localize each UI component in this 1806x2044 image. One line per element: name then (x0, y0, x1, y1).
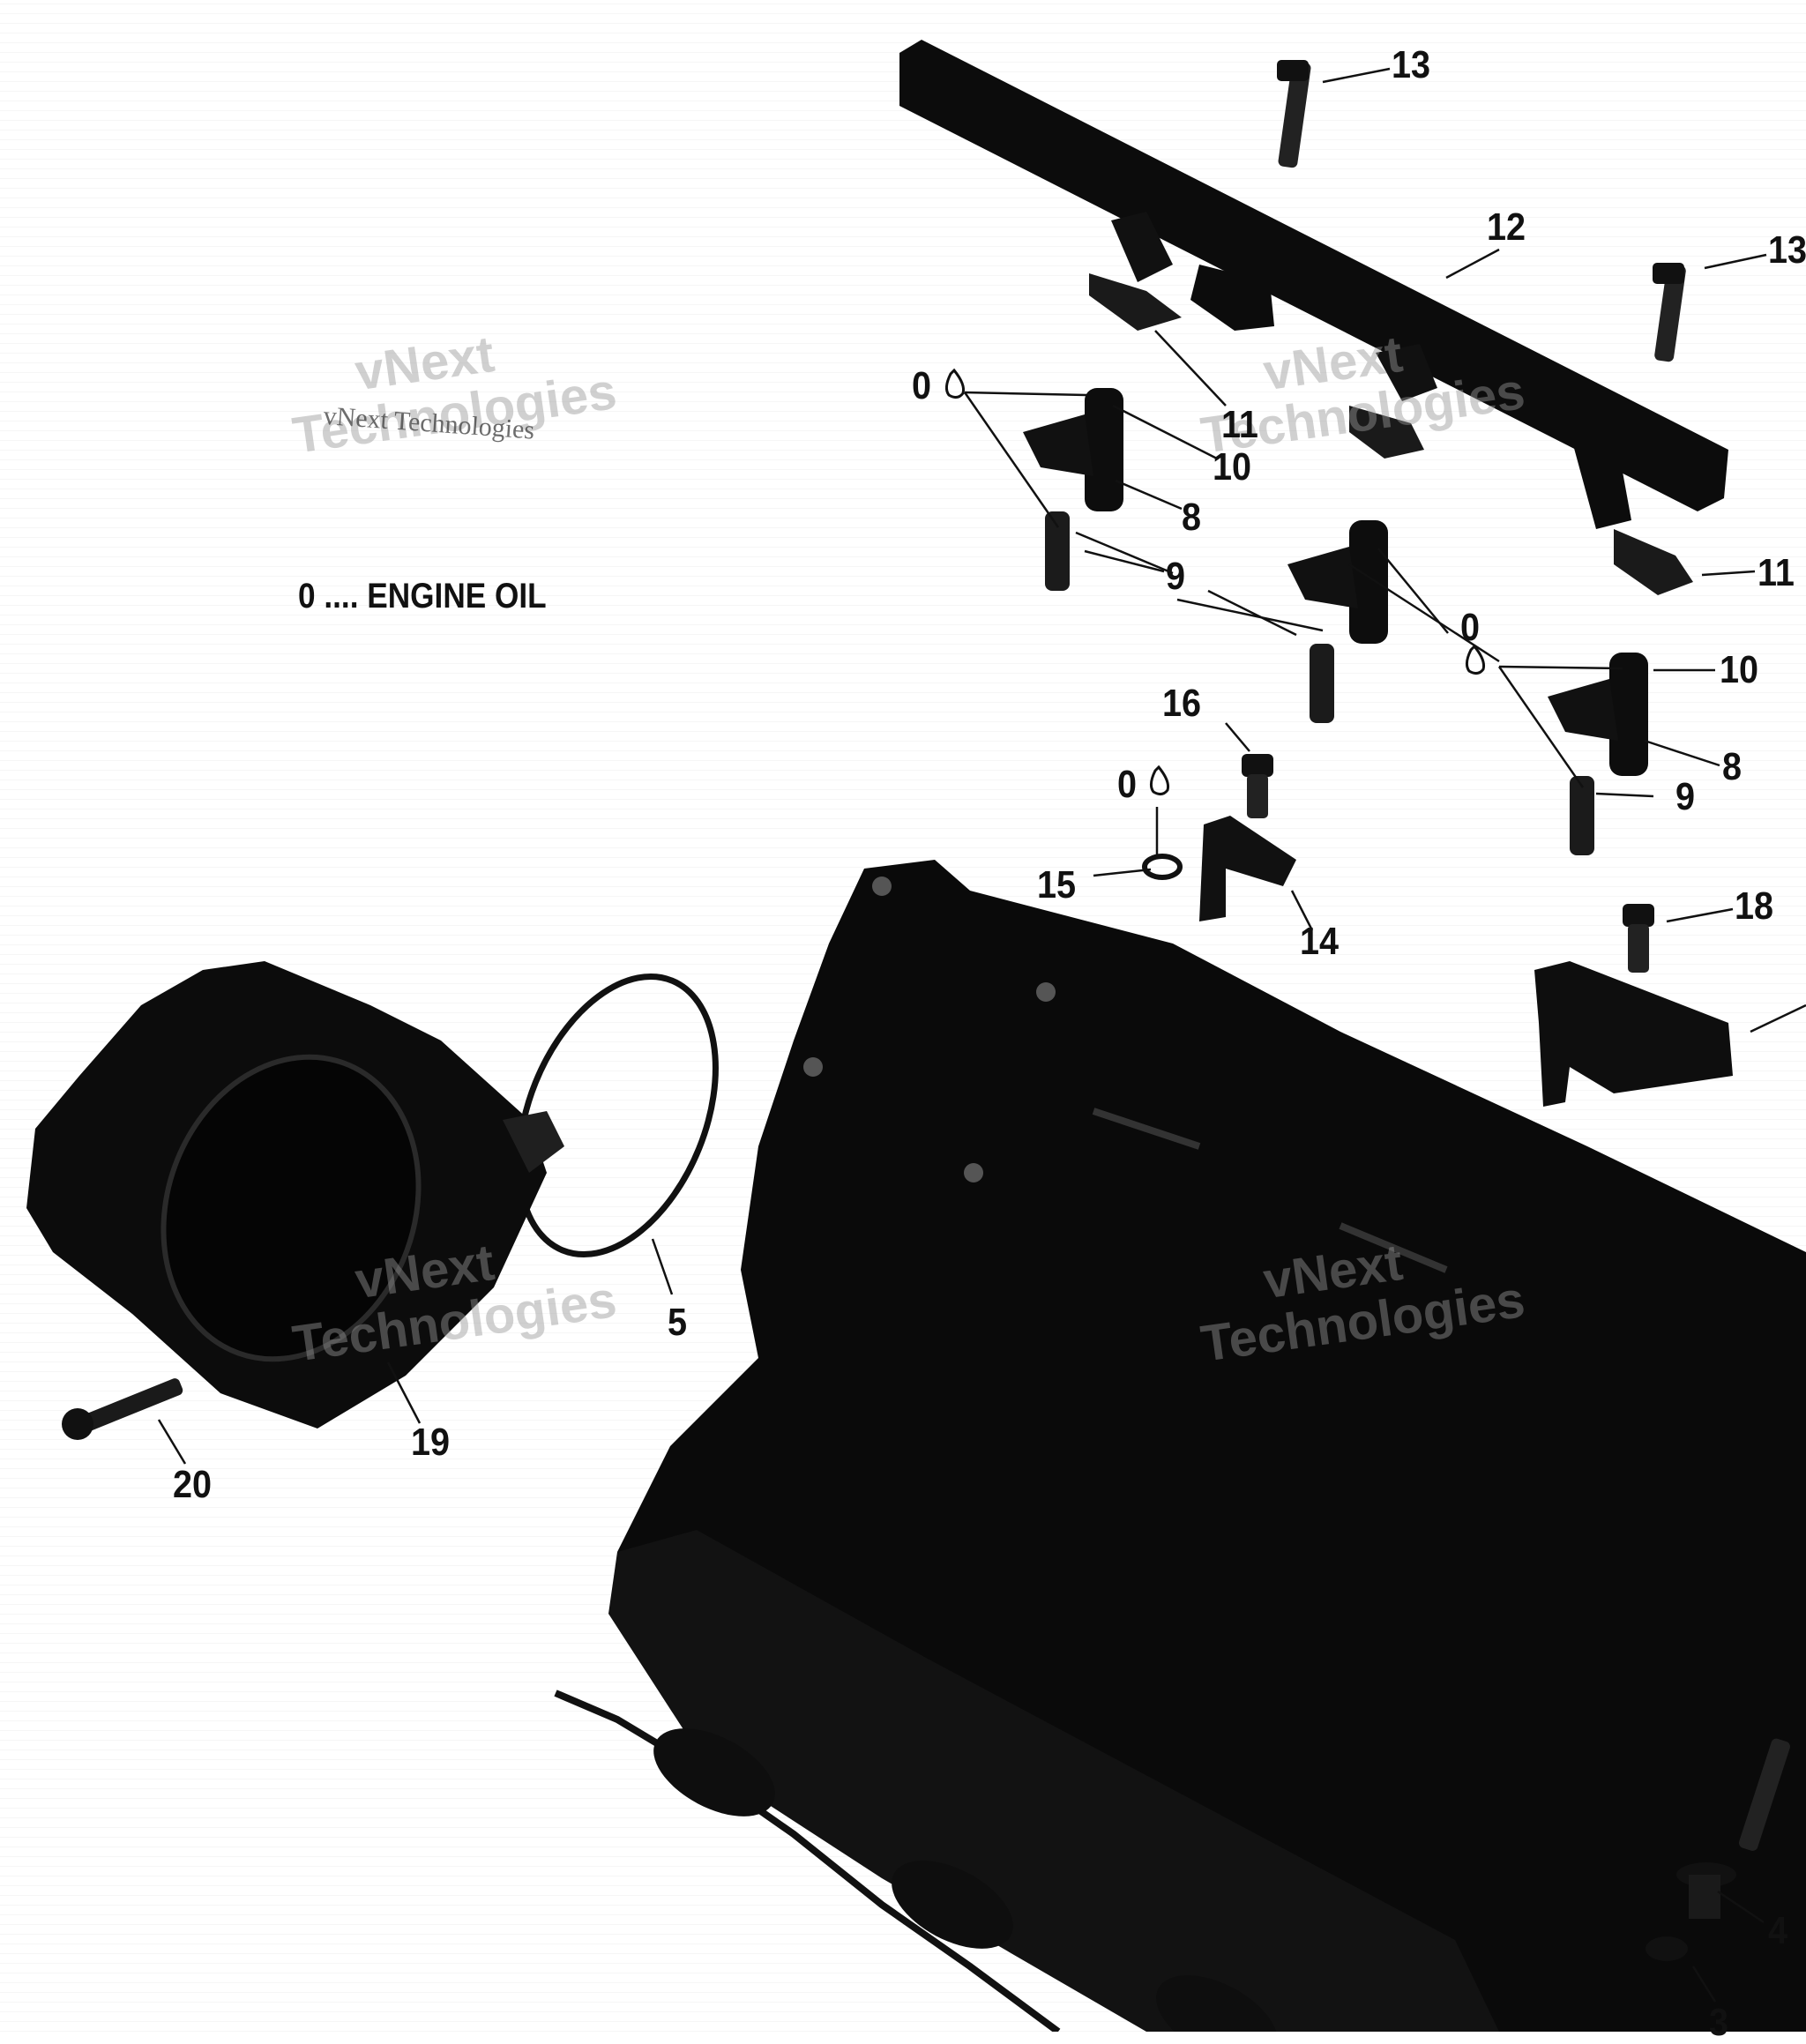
callout-16: 16 (1162, 682, 1202, 725)
oring-15 (1142, 854, 1183, 880)
callout-10: 10 (1720, 648, 1759, 691)
injector-3 (1548, 653, 1648, 855)
clip-11c (1349, 406, 1424, 459)
callout-11: 11 (1221, 403, 1258, 446)
callout-9: 9 (1166, 555, 1186, 598)
callout-4: 4 (1768, 1909, 1788, 1952)
callout-8: 8 (1182, 496, 1202, 539)
fitting-14 (1199, 816, 1296, 921)
oil-drop-icons (944, 368, 1485, 796)
callout-13: 13 (1768, 228, 1806, 272)
callout-18: 18 (1735, 884, 1774, 928)
callout-9: 9 (1675, 775, 1696, 818)
callout-oil-0: 0 (1460, 606, 1481, 649)
callout-oil-0: 0 (1117, 763, 1138, 806)
clip-11b (1614, 529, 1693, 595)
sensor (1534, 961, 1733, 1107)
bolt-16 (1242, 754, 1273, 818)
bolt-20 (62, 1378, 183, 1440)
bolt-4 (1676, 1738, 1790, 1919)
legend-engine-oil: 0 .... ENGINE OIL (298, 577, 547, 615)
callout-oil-0: 0 (912, 364, 932, 407)
throttle-body (26, 961, 564, 1429)
seal-3 (1646, 1936, 1688, 1961)
clip-11a (1089, 273, 1182, 331)
callout-3: 3 (1709, 2001, 1729, 2044)
bolt-13a (1277, 60, 1311, 168)
callout-8: 8 (1722, 745, 1743, 788)
fuel-rail (899, 40, 1728, 529)
injector-2 (1287, 520, 1388, 723)
injector-1 (1023, 388, 1123, 591)
callout-19: 19 (411, 1421, 451, 1464)
callout-10: 10 (1213, 445, 1252, 489)
callout-15: 15 (1037, 863, 1077, 906)
callout-13: 13 (1392, 43, 1431, 86)
callout-12: 12 (1487, 205, 1526, 249)
callout-5: 5 (668, 1301, 688, 1344)
lower-gasket-strip (554, 1690, 1278, 2032)
bolt-18 (1623, 904, 1654, 973)
intake-manifold (608, 860, 1806, 2032)
callout-20: 20 (173, 1463, 213, 1506)
callout-14: 14 (1300, 920, 1340, 963)
leader-lines (157, 67, 1806, 2003)
callout-11: 11 (1757, 551, 1795, 594)
bolt-13b (1653, 263, 1686, 362)
gasket-5 (516, 973, 719, 1258)
